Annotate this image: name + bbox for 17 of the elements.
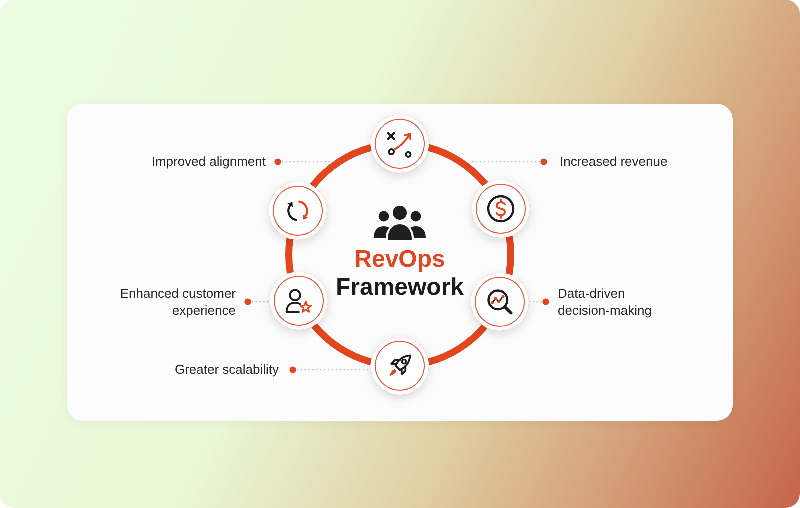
benefit-label: Improved alignment xyxy=(152,153,278,171)
ring-arc xyxy=(506,236,514,276)
benefit-label: Enhanced customer experience xyxy=(106,285,248,319)
leader-line xyxy=(529,298,550,306)
ring-arc xyxy=(310,144,372,188)
ring-arc xyxy=(428,144,488,187)
ring-arc xyxy=(312,323,372,366)
leader-line xyxy=(274,158,330,166)
ring-arc xyxy=(286,238,294,274)
ring-arc xyxy=(428,324,488,366)
leader-line xyxy=(470,158,548,166)
diagram-title: RevOps Framework xyxy=(334,246,466,302)
leader-line xyxy=(244,298,270,306)
benefit-label: Data-driven decision-making xyxy=(546,285,670,319)
leader-line xyxy=(290,366,372,374)
benefit-label: Increased revenue xyxy=(544,153,668,171)
benefit-label: Greater scalability xyxy=(174,361,293,379)
